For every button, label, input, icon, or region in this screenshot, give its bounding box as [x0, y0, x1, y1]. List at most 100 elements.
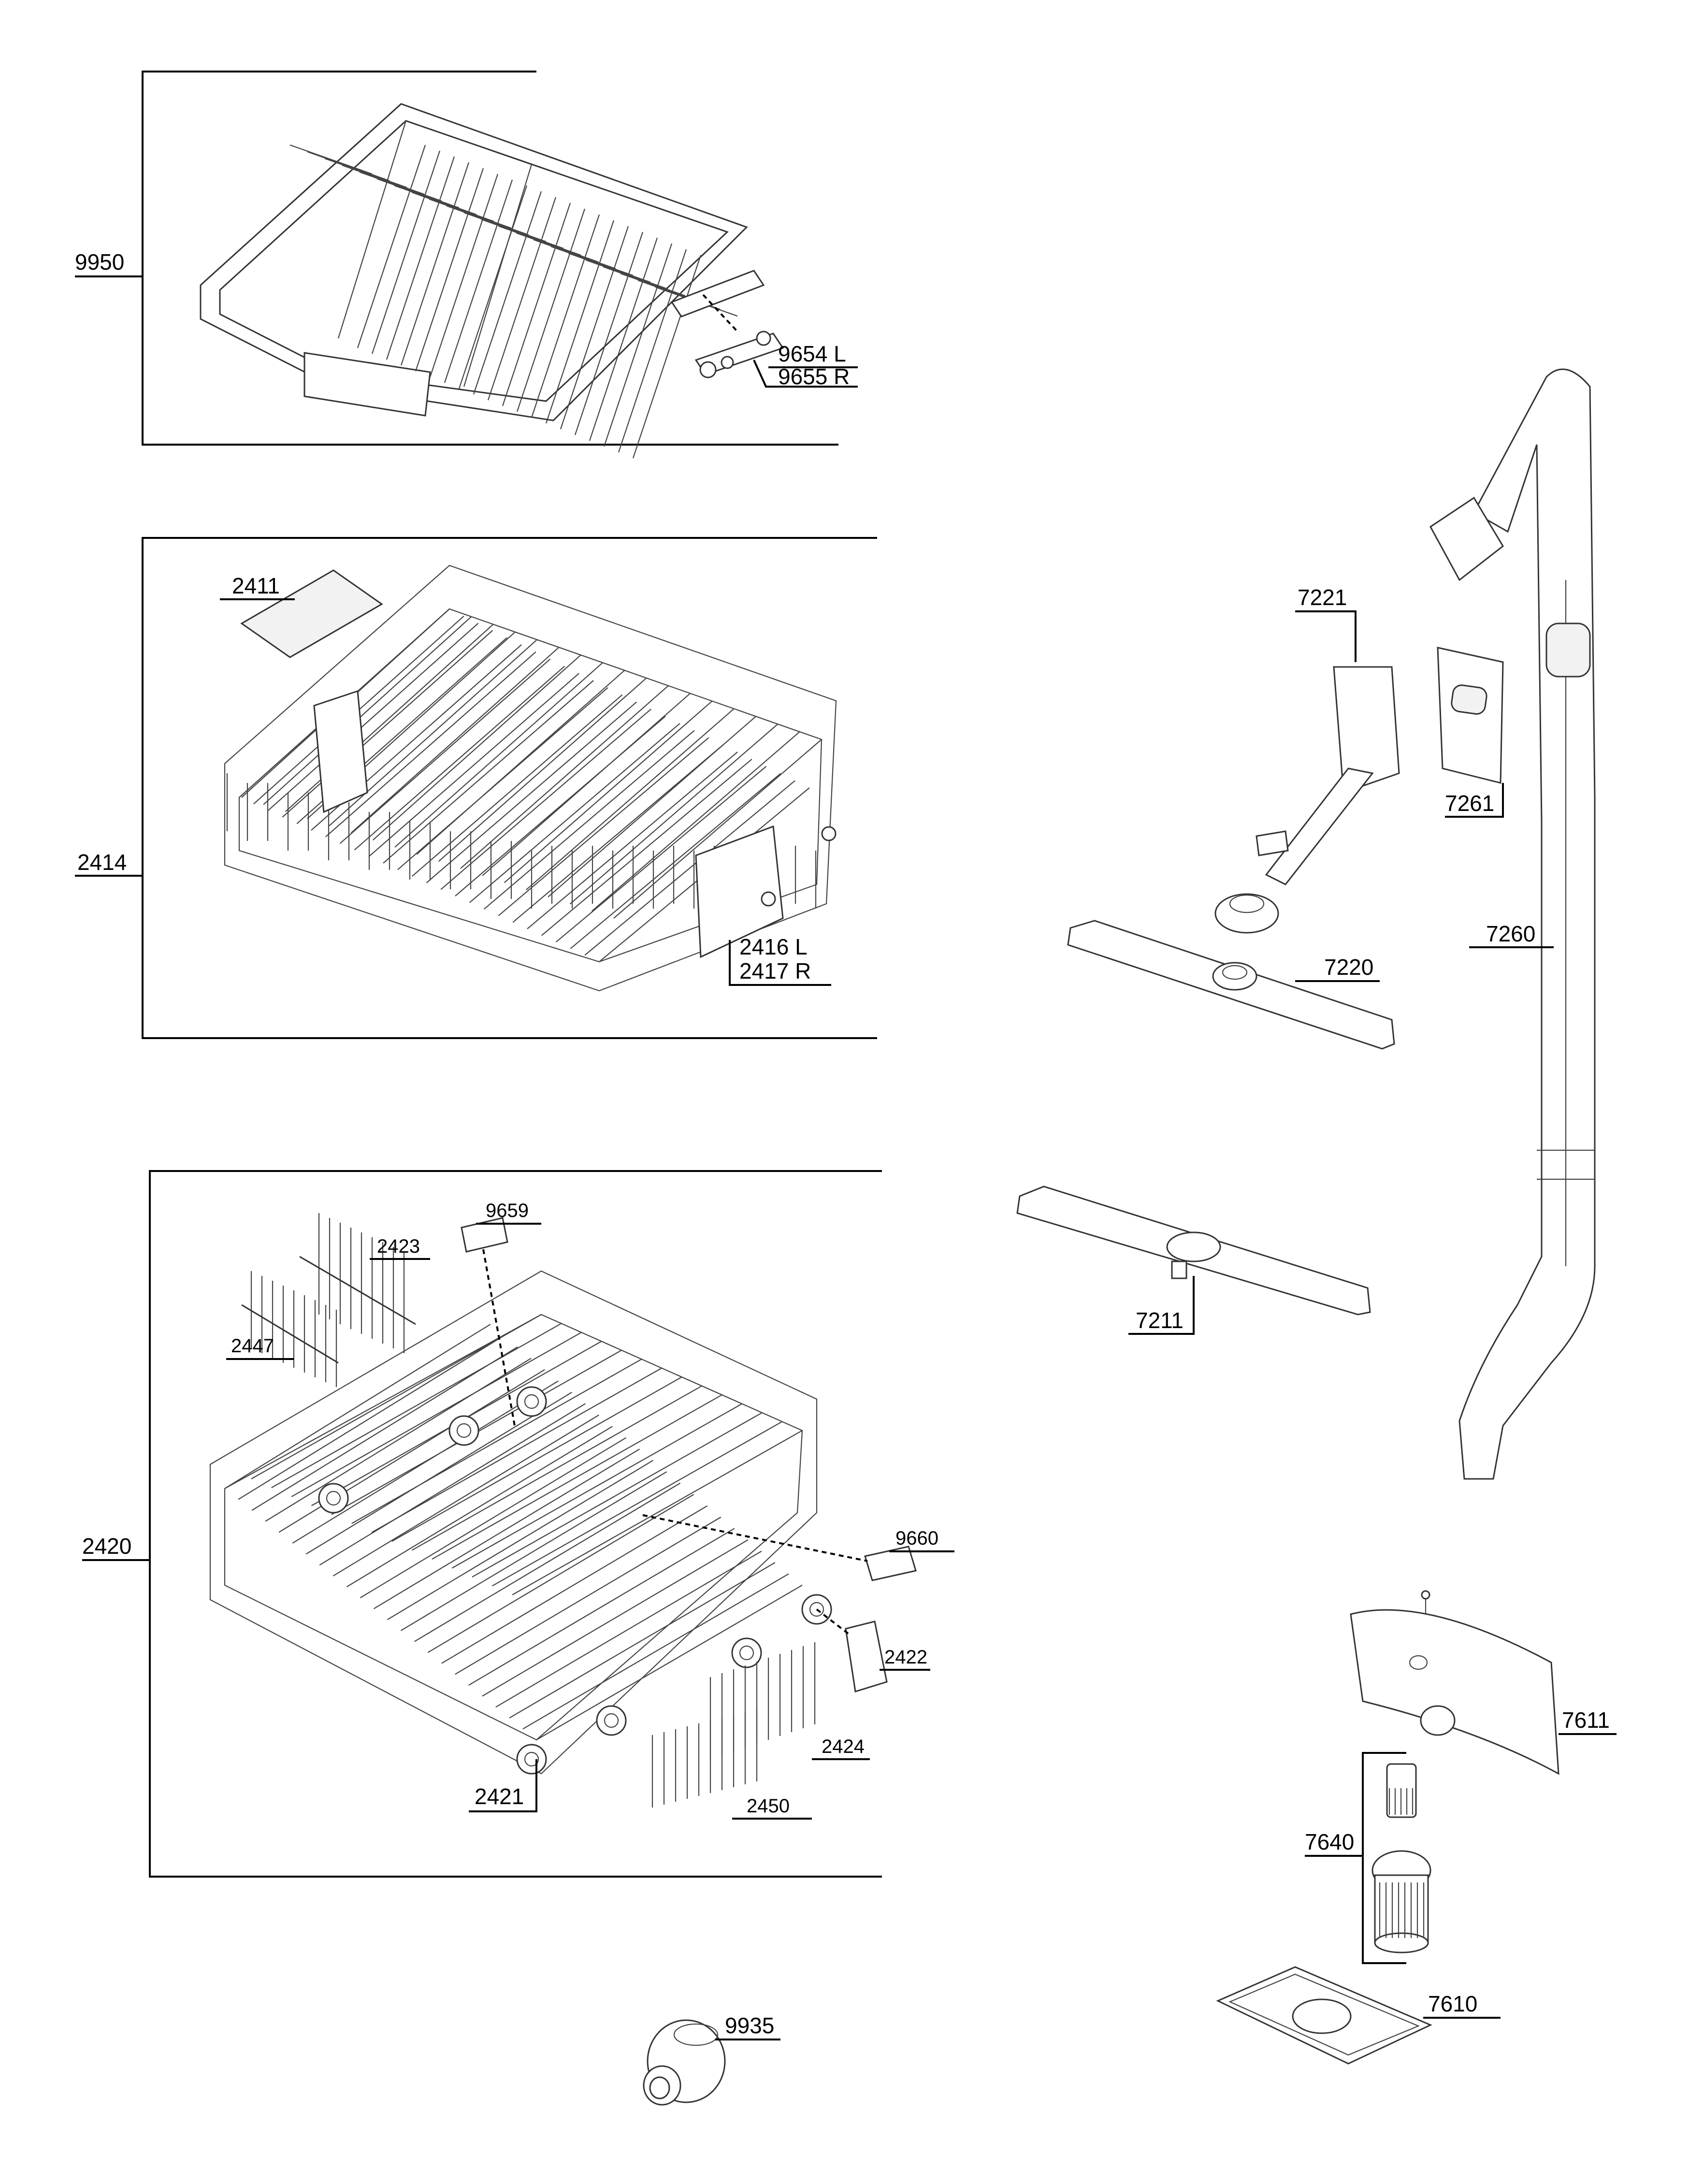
wire-line: [360, 1437, 627, 1599]
wire-line: [509, 1562, 776, 1719]
wire-line: [429, 174, 499, 377]
wire-line: [603, 243, 673, 447]
wire-line: [376, 178, 460, 209]
wire-line: [371, 1367, 662, 1533]
wire-line: [401, 1471, 667, 1631]
wire-line: [224, 1324, 491, 1489]
label-2420: 2420: [82, 1533, 131, 1559]
wire-line: [305, 1391, 572, 1555]
label-7211: 7211: [1136, 1308, 1184, 1333]
rack-wheel: [516, 1744, 547, 1775]
group-7640: 7640: [1305, 1752, 1431, 1964]
wire-line: [292, 1380, 559, 1544]
label-2424: 2424: [822, 1736, 865, 1757]
wire-line: [432, 1394, 722, 1560]
wire-line: [526, 708, 735, 891]
cutlery-tray-drawing: [200, 103, 748, 459]
wire-line: [482, 693, 691, 876]
rack-wheel: [318, 1483, 349, 1514]
label-2447: 2447: [231, 1335, 274, 1357]
wire-line: [414, 1482, 681, 1642]
wire-line: [555, 766, 767, 943]
wire-line: [516, 208, 586, 412]
wire-line: [618, 249, 687, 453]
label-7260: 7260: [1486, 921, 1535, 946]
rack-wheel: [809, 1602, 824, 1617]
rack-wheel: [516, 1386, 547, 1417]
wire-line: [444, 179, 513, 383]
label-2416: 2416 L: [739, 934, 808, 959]
wire-line: [487, 197, 557, 401]
group-7260: 7260: [1429, 368, 1596, 1480]
label-7220: 7220: [1324, 955, 1373, 980]
wire-line: [416, 670, 625, 855]
label-7261: 7261: [1445, 791, 1494, 816]
wire-line: [451, 1403, 742, 1569]
wire-line: [346, 1426, 613, 1588]
rack-wheel: [604, 1713, 619, 1728]
rack-wheel: [731, 1637, 762, 1668]
rack-wheel: [524, 1751, 539, 1767]
wire-line: [482, 1539, 749, 1697]
wire-line: [498, 737, 709, 916]
group-9950: 9950 9654 L 9655 R: [75, 71, 858, 459]
rack-wheel: [596, 1705, 627, 1736]
wire-line: [357, 145, 426, 348]
wire-line: [271, 1323, 562, 1489]
wire-line: [291, 1331, 582, 1497]
tray-runner-drawing: [670, 270, 784, 378]
wire-line: [463, 212, 547, 243]
wire-line: [469, 723, 680, 903]
label-2411: 2411: [232, 573, 280, 598]
wire-line: [458, 185, 528, 389]
label-9654: 9654 L: [778, 341, 846, 366]
wire-line: [560, 226, 629, 430]
wire-line: [438, 678, 647, 862]
rack-wheel: [326, 1490, 341, 1506]
group-2414: 2414 2411 2416 L 2417 R: [75, 537, 877, 1039]
wire-line: [522, 1573, 789, 1730]
wire-line: [415, 168, 484, 372]
label-7610: 7610: [1428, 1991, 1477, 2016]
wire-line: [468, 1528, 735, 1686]
wire-line: [460, 685, 669, 869]
wire-line: [473, 191, 542, 395]
wire-line: [550, 246, 634, 276]
label-2450: 2450: [747, 1795, 790, 1817]
wire-line: [531, 214, 600, 418]
wire-line: [455, 1517, 722, 1675]
wire-line: [282, 630, 493, 818]
label-7640: 7640: [1305, 1829, 1354, 1854]
wire-line: [498, 225, 581, 256]
rack-wheel: [739, 1645, 754, 1661]
wire-line: [411, 1385, 702, 1551]
label-7611: 7611: [1562, 1707, 1610, 1733]
label-9659: 9659: [486, 1200, 529, 1221]
wire-line: [289, 144, 373, 175]
wire-line: [568, 252, 651, 283]
wire-line: [351, 1359, 642, 1524]
wire-line: [428, 1494, 694, 1653]
wire-line: [373, 1448, 640, 1609]
label-9935: 9935: [725, 2013, 774, 2038]
wire-line: [512, 744, 723, 923]
wire-line: [411, 191, 494, 222]
wire-line: [251, 1346, 518, 1511]
wire-line: [491, 1421, 783, 1587]
wire-line: [278, 1369, 545, 1533]
label-2423: 2423: [377, 1236, 420, 1257]
wire-line: [536, 1585, 803, 1740]
rack-wheel: [448, 1415, 479, 1446]
wire-line: [441, 1505, 708, 1664]
label-2417: 2417 R: [739, 958, 811, 984]
wire-line: [319, 1403, 586, 1566]
wire-line: [359, 171, 442, 202]
wire-line: [325, 651, 536, 838]
wire-line: [371, 150, 441, 354]
label-7221: 7221: [1298, 585, 1347, 610]
wire-line: [339, 658, 551, 844]
wire-line: [591, 731, 800, 912]
wire-line: [512, 1430, 803, 1595]
wire-line: [483, 730, 695, 910]
wire-line: [307, 151, 390, 182]
